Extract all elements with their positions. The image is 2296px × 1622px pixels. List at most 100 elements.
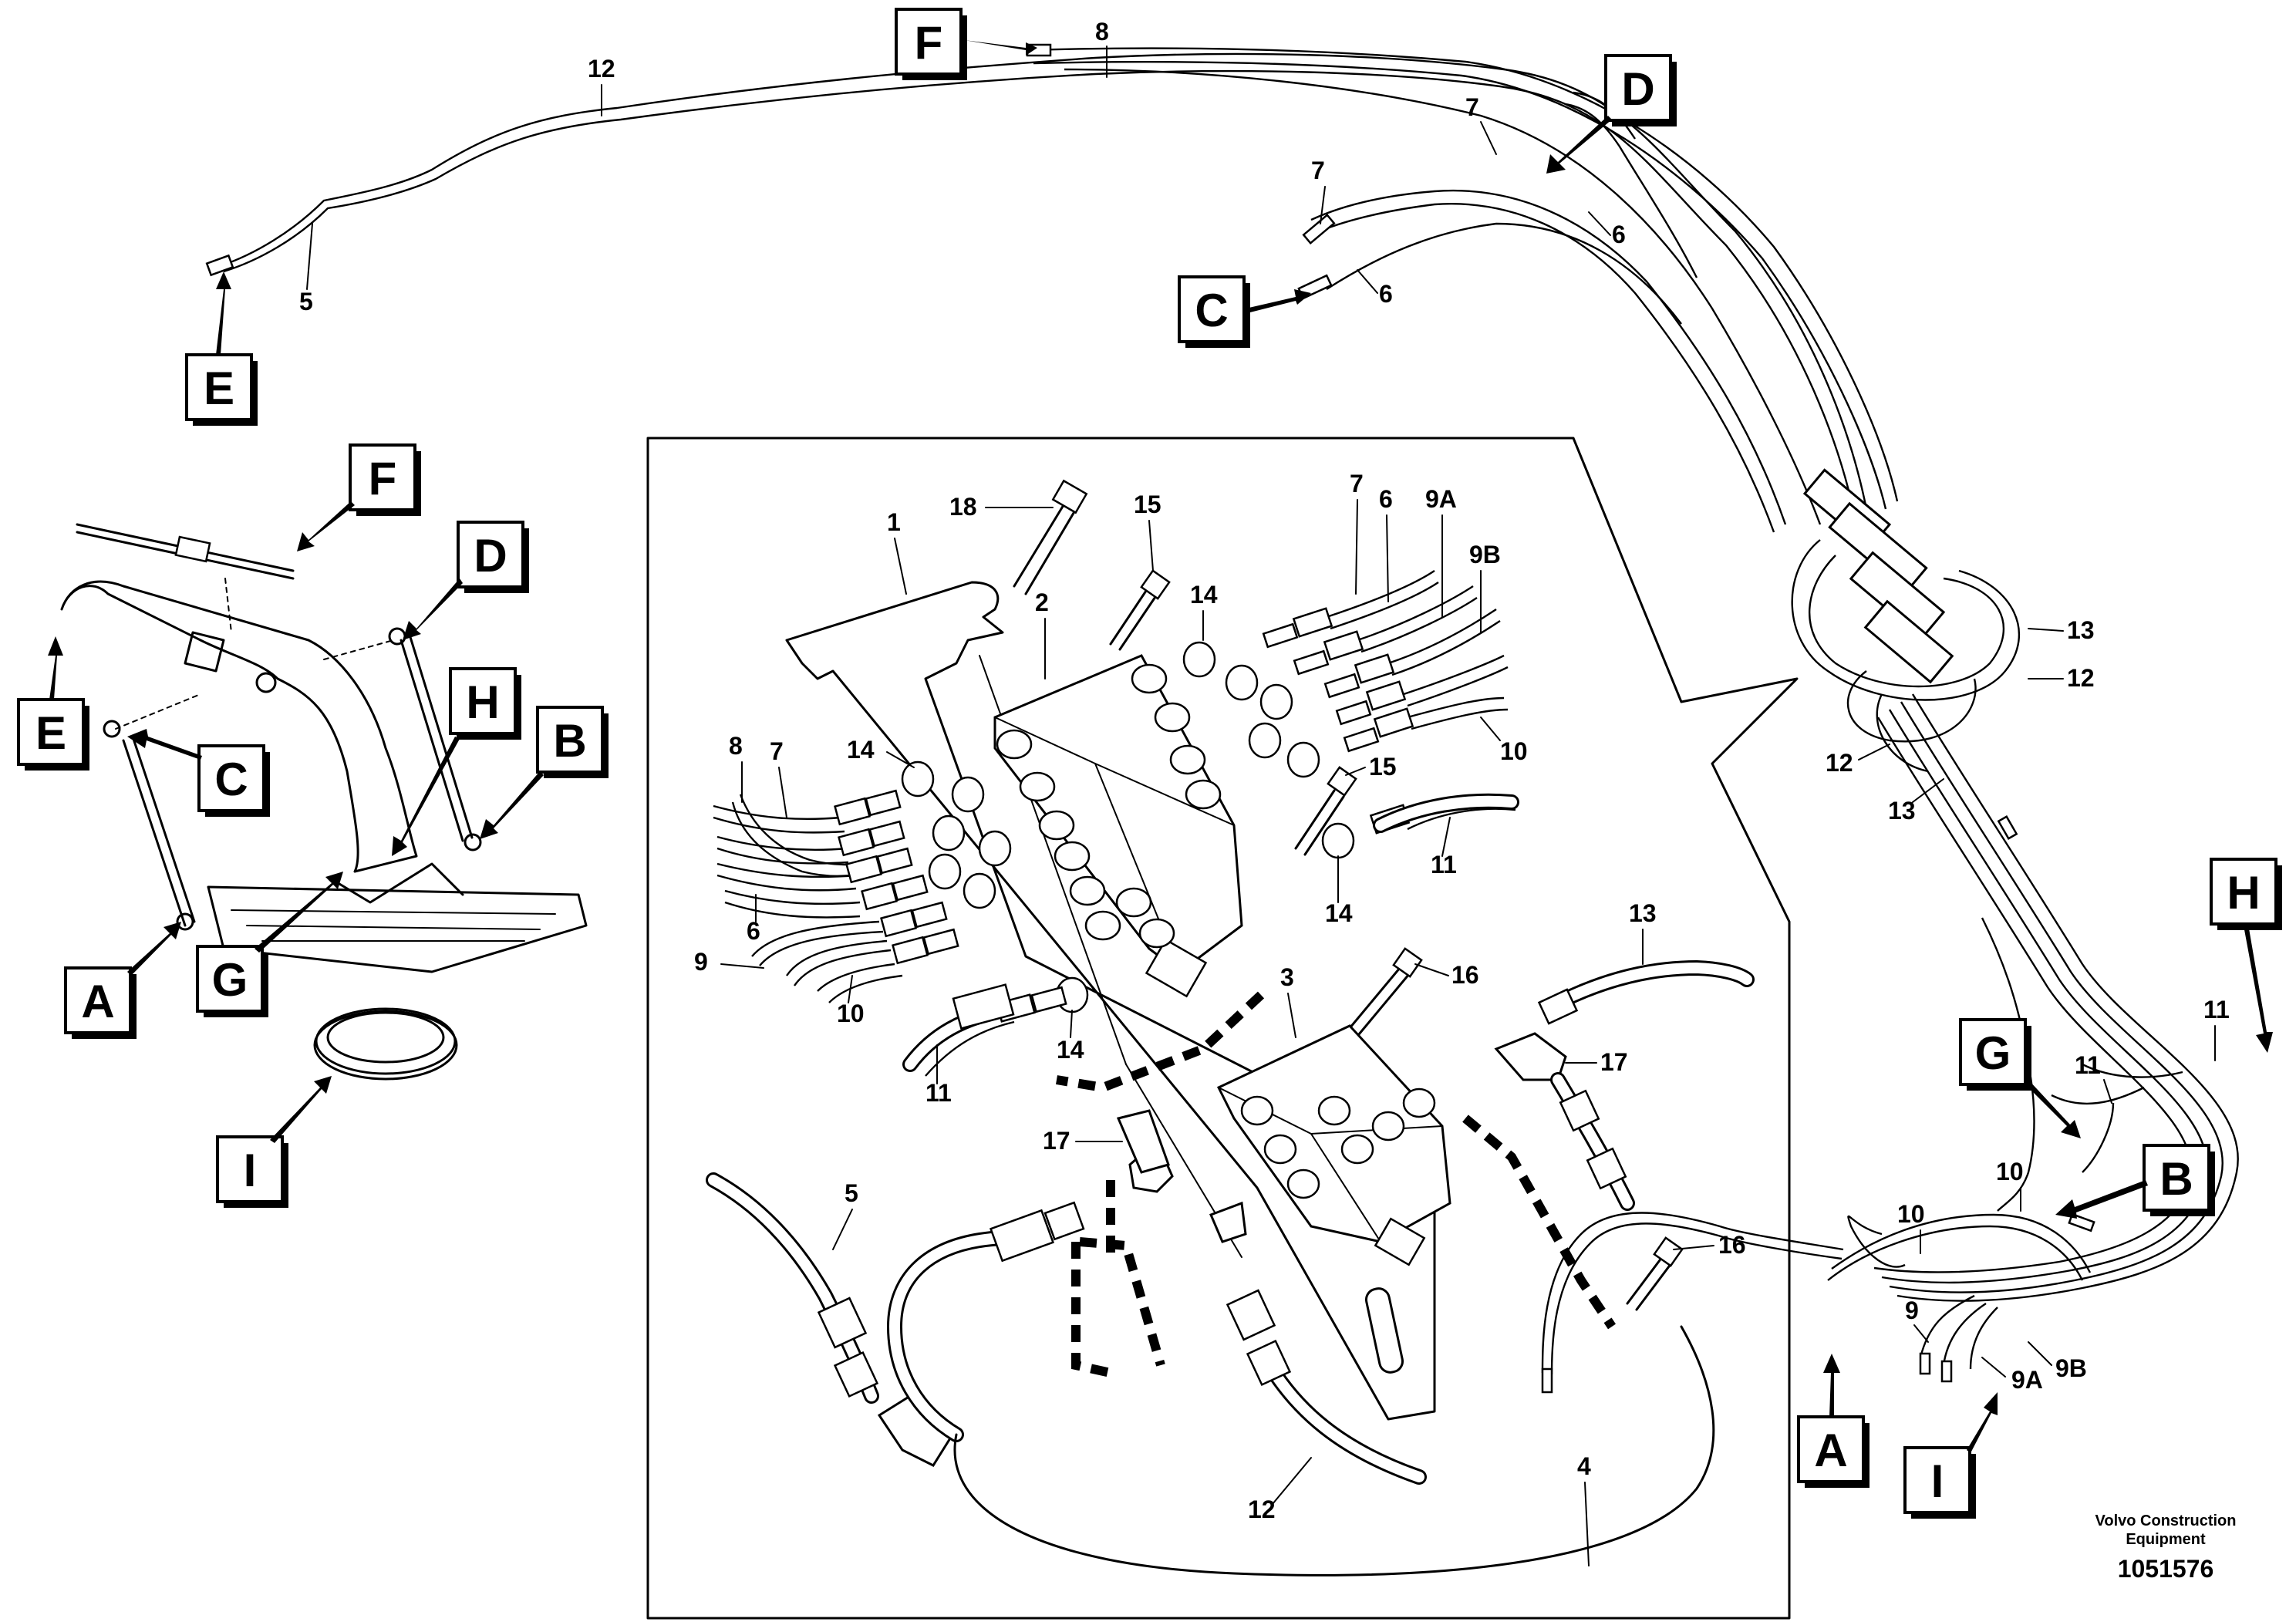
- callout-boxes: F D C E F: [17, 8, 2282, 1519]
- svg-text:2: 2: [1035, 588, 1049, 616]
- callout-c-boom: C: [127, 729, 270, 817]
- callout-e-boom: E: [17, 636, 89, 771]
- svg-text:7: 7: [1311, 157, 1325, 184]
- elbow-fitting-17-right: [1494, 1032, 1635, 1211]
- svg-text:10: 10: [837, 1000, 865, 1027]
- svg-text:H: H: [2227, 867, 2260, 919]
- svg-text:14: 14: [1190, 581, 1218, 609]
- svg-text:14: 14: [1325, 899, 1353, 927]
- callout-f-top: F: [895, 8, 1037, 80]
- svg-text:E: E: [204, 363, 234, 414]
- distribution-block-2: [993, 654, 1243, 998]
- callout-a-right: A: [1797, 1354, 1870, 1488]
- svg-text:11: 11: [2203, 996, 2230, 1023]
- svg-text:15: 15: [1134, 491, 1161, 518]
- svg-text:F: F: [369, 453, 397, 504]
- svg-text:16: 16: [1718, 1231, 1746, 1259]
- svg-text:7: 7: [1350, 470, 1364, 497]
- block-2-fittings: [996, 663, 1222, 949]
- svg-text:7: 7: [770, 737, 784, 765]
- svg-text:9: 9: [1905, 1297, 1919, 1324]
- svg-text:B: B: [553, 715, 586, 767]
- svg-text:12: 12: [2067, 664, 2095, 692]
- svg-text:13: 13: [1629, 899, 1657, 927]
- callout-g-right: G: [1959, 1018, 2081, 1138]
- boom-hose-routing: [205, 43, 2239, 1394]
- hoses-left: [713, 794, 1015, 1077]
- hoses-right: [1326, 570, 1516, 831]
- callout-f-boom: F: [297, 443, 421, 551]
- svg-text:1051576: 1051576: [2118, 1555, 2214, 1583]
- svg-text:12: 12: [1248, 1496, 1276, 1523]
- svg-text:5: 5: [299, 288, 313, 315]
- svg-text:G: G: [212, 954, 248, 1006]
- svg-text:17: 17: [1600, 1048, 1628, 1076]
- svg-text:17: 17: [1043, 1127, 1070, 1155]
- svg-text:12: 12: [1826, 749, 1853, 777]
- svg-text:18: 18: [949, 493, 977, 521]
- callout-i-ring: I: [216, 1076, 332, 1208]
- hose-4: [953, 1325, 1715, 1576]
- svg-text:8: 8: [729, 732, 743, 760]
- svg-text:8: 8: [1095, 18, 1109, 46]
- svg-text:1: 1: [887, 508, 901, 536]
- callout-b-boom: B: [480, 706, 609, 839]
- svg-text:6: 6: [1379, 280, 1393, 308]
- svg-text:10: 10: [1996, 1158, 2024, 1185]
- svg-text:A: A: [1814, 1425, 1847, 1476]
- svg-text:9A: 9A: [2011, 1366, 2043, 1394]
- svg-text:11: 11: [1431, 851, 1457, 878]
- svg-text:5: 5: [845, 1179, 858, 1207]
- callout-e-top: E: [185, 271, 258, 426]
- svg-text:7: 7: [1465, 93, 1479, 121]
- boom-overview-sketch: [60, 523, 588, 1081]
- svg-text:6: 6: [1379, 485, 1393, 513]
- dashed-routing: [1056, 991, 1616, 1378]
- callout-g-boom: G: [196, 872, 343, 1017]
- svg-text:6: 6: [1612, 221, 1626, 248]
- svg-text:9B: 9B: [1469, 541, 1501, 568]
- svg-text:C: C: [1195, 285, 1228, 336]
- svg-text:16: 16: [1451, 961, 1479, 989]
- callout-d-boom: D: [403, 521, 529, 640]
- svg-text:F: F: [915, 17, 943, 69]
- drawing-footer: Volvo Construction Equipment 1051576: [2095, 1512, 2237, 1583]
- svg-text:10: 10: [1897, 1200, 1925, 1228]
- detail-view: [646, 437, 1799, 1620]
- hose-12-loop: [886, 1139, 1427, 1485]
- hose-5: [706, 1172, 954, 1467]
- svg-text:I: I: [244, 1145, 257, 1196]
- callout-h-boom: H: [392, 667, 521, 856]
- svg-text:D: D: [1621, 63, 1654, 115]
- svg-text:4: 4: [1577, 1452, 1591, 1480]
- hose-fittings-left: [834, 789, 1067, 1023]
- svg-text:H: H: [466, 676, 499, 728]
- svg-text:D: D: [474, 530, 507, 582]
- svg-text:G: G: [1975, 1027, 2011, 1079]
- svg-text:9B: 9B: [2055, 1354, 2087, 1382]
- svg-text:11: 11: [925, 1079, 952, 1107]
- svg-text:13: 13: [1888, 797, 1916, 824]
- svg-text:I: I: [1931, 1455, 1944, 1507]
- part-number-labels: 12 8 5 7 6 7 6 13 12 12 13 11 11 10 10 9…: [299, 18, 2230, 1566]
- callout-c-top: C: [1178, 275, 1311, 348]
- svg-text:A: A: [81, 976, 114, 1027]
- elbow-fitting-17-left: [1116, 1109, 1170, 1174]
- svg-text:14: 14: [1057, 1036, 1084, 1064]
- distribution-block-3: [1216, 1024, 1451, 1266]
- callout-i-right: I: [1903, 1392, 1998, 1519]
- svg-text:6: 6: [747, 917, 760, 945]
- svg-text:15: 15: [1369, 753, 1397, 781]
- callout-a-boom: A: [64, 922, 181, 1039]
- bolts: [1013, 479, 1684, 1311]
- svg-text:9: 9: [694, 948, 708, 976]
- callout-b-right: B: [2055, 1144, 2215, 1219]
- svg-text:9A: 9A: [1425, 485, 1457, 513]
- svg-text:12: 12: [588, 55, 615, 83]
- callout-h-right: H: [2210, 858, 2282, 1053]
- svg-text:10: 10: [1500, 737, 1528, 765]
- svg-text:3: 3: [1280, 963, 1294, 991]
- seal-washers: [901, 641, 1355, 1013]
- svg-text:E: E: [35, 707, 66, 759]
